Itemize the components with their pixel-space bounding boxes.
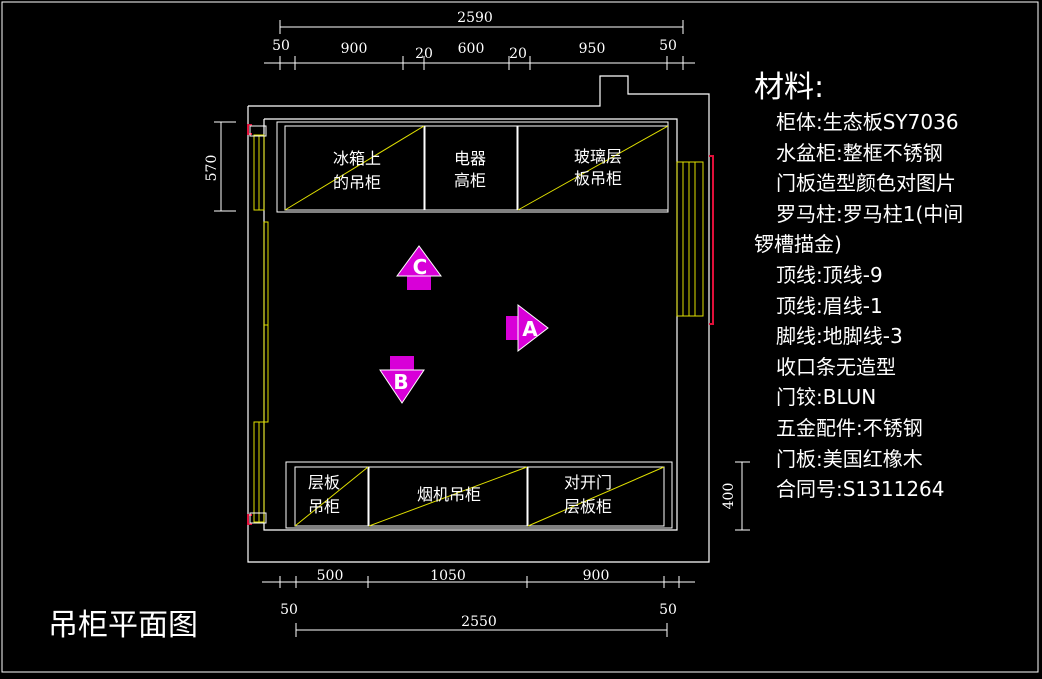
lower-cabinet-row	[285, 461, 673, 529]
bottom-dim-1050: 1050	[430, 568, 466, 584]
top-dim-50-left: 50	[272, 38, 290, 54]
door-mark-right	[709, 155, 714, 325]
bottom-dim-50-left: 50	[280, 602, 298, 618]
upper-cabinet-1-label-line1: 冰箱上	[333, 149, 381, 168]
material-line: 脚线:地脚线-3	[776, 324, 903, 348]
drawing-title: 吊柜平面图	[48, 608, 198, 643]
material-line: 门铰:BLUN	[776, 385, 876, 409]
lower-cabinet-2-label: 烟机吊柜	[417, 485, 481, 504]
top-overall-dimension: 2590	[457, 10, 493, 26]
view-marker-b	[379, 356, 425, 404]
bottom-overall-dimension: 2550	[461, 614, 497, 630]
materials-legend: 材料: 柜体:生态板SY7036 水盆柜:整框不锈钢 门板造型颜色对图片 罗马柱…	[754, 70, 963, 501]
view-marker-c	[396, 245, 442, 290]
upper-cabinet-3-label-line1: 玻璃层	[574, 147, 622, 166]
left-dimension-570: 570	[204, 155, 220, 182]
bottom-dim-50-right: 50	[659, 602, 677, 618]
view-marker-c-label: C	[413, 255, 428, 279]
lower-cabinet-1-label-line1: 层板	[308, 473, 340, 492]
material-line: 顶线:顶线-9	[776, 263, 883, 287]
material-line: 罗马柱:罗马柱1(中间	[776, 202, 963, 226]
material-line: 顶线:眉线-1	[776, 294, 883, 318]
right-window	[676, 161, 704, 317]
top-dim-20-right: 20	[509, 46, 527, 62]
upper-cabinet-3	[517, 125, 669, 211]
material-line: 门板造型颜色对图片	[776, 171, 956, 195]
top-dim-50-right: 50	[659, 38, 677, 54]
bottom-dim-900: 900	[583, 568, 610, 584]
lower-cabinet-3-label-line2: 层板柜	[564, 497, 612, 516]
upper-cabinet-2	[424, 125, 518, 211]
material-line: 门板:美国红橡木	[776, 447, 923, 471]
top-dim-600: 600	[458, 41, 485, 57]
upper-cabinet-2-label-line2: 高柜	[454, 171, 486, 190]
top-dim-900: 900	[341, 41, 368, 57]
bottom-dimension-lines	[262, 576, 695, 637]
material-line: 收口条无造型	[776, 355, 896, 379]
material-line: 水盆柜:整框不锈钢	[776, 141, 943, 165]
upper-cabinet-row	[276, 121, 669, 213]
lower-cabinet-2	[368, 466, 528, 527]
upper-cabinet-2-label-line1: 电器	[454, 149, 486, 168]
top-dimension-lines	[264, 20, 695, 70]
lower-cabinet-1-label-line2: 吊柜	[308, 497, 340, 516]
top-dim-950: 950	[579, 41, 606, 57]
upper-cabinet-1-label-line2: 的吊柜	[333, 173, 381, 192]
lower-cabinet-1	[294, 466, 369, 527]
material-line: 锣槽描金)	[754, 232, 842, 256]
view-marker-b-label: B	[393, 370, 408, 394]
material-line: 合同号:S1311264	[776, 477, 945, 501]
left-dimension-line	[214, 121, 236, 212]
lower-cabinet-3-label-line1: 对开门	[564, 473, 612, 492]
right-dimension-line	[735, 461, 750, 531]
material-line: 五金配件:不锈钢	[776, 416, 923, 440]
top-dim-20-left: 20	[415, 46, 433, 62]
left-window	[253, 134, 269, 523]
upper-cabinet-1	[284, 125, 425, 211]
upper-cabinet-3-label-line2: 板吊柜	[574, 169, 622, 188]
material-line: 柜体:生态板SY7036	[776, 110, 959, 134]
wall-jamb-left	[249, 125, 267, 524]
materials-heading: 材料:	[754, 70, 824, 105]
lower-cabinet-3	[527, 466, 665, 527]
view-marker-a	[506, 303, 549, 353]
right-dimension-400: 400	[721, 483, 737, 510]
bottom-dim-500: 500	[317, 568, 344, 584]
view-marker-a-label: A	[522, 317, 538, 341]
